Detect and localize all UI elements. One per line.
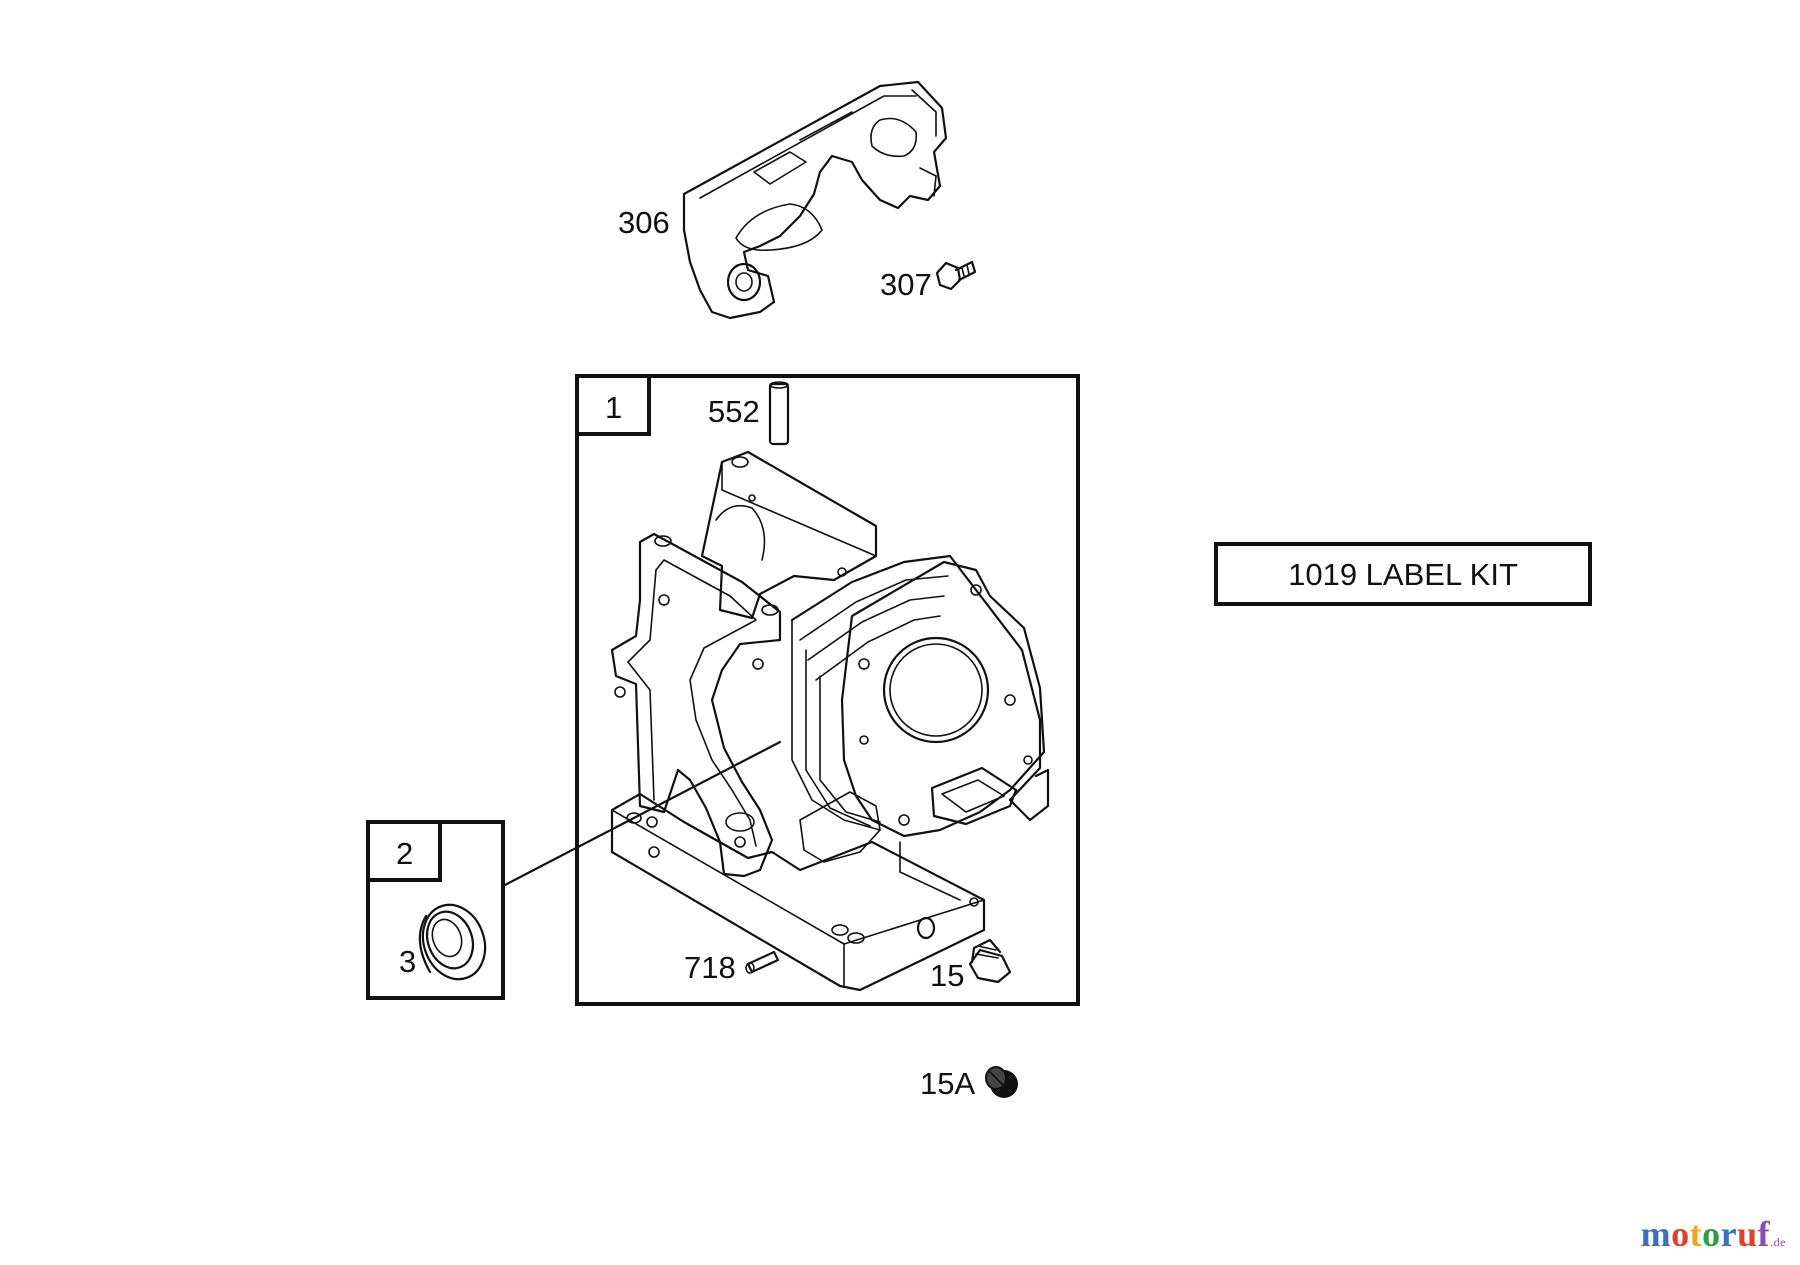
kit-box-2-tag [366,820,442,882]
part-15A-plug[interactable] [985,1066,1018,1098]
callout-718: 718 [684,950,736,985]
callout-15A: 15A [920,1066,975,1101]
part-718-pin[interactable] [745,950,780,974]
callout-1: 1 [605,390,622,425]
watermark-letters: motoruf [1641,1214,1771,1254]
watermark-letter: r [1720,1214,1738,1254]
crankcase-cylinder-block[interactable] [610,450,1050,992]
kit-box-1 [575,374,1080,1006]
watermark-letter: u [1737,1214,1758,1254]
part-306-blower-housing[interactable] [682,80,948,320]
watermark-letter: f [1757,1214,1771,1254]
watermark-letter: m [1640,1214,1672,1254]
part-307-screw[interactable] [935,260,977,291]
watermark-letter: o [1671,1214,1690,1254]
watermark-suffix: .de [1770,1235,1786,1249]
callout-15: 15 [930,958,964,993]
leader-line-seal [501,740,782,888]
part-3-oil-seal[interactable] [413,896,495,988]
callout-552: 552 [708,394,760,429]
kit-box-1-tag [575,374,651,436]
label-kit-box [1214,542,1592,606]
part-15-drain-plug[interactable] [968,938,1012,984]
label-kit-text: 1019 LABEL KIT [1288,557,1518,592]
callout-307: 307 [880,267,932,302]
callout-306: 306 [618,205,670,240]
callout-2: 2 [396,836,413,871]
watermark-letter: o [1702,1214,1721,1254]
watermark-letter: t [1689,1214,1703,1254]
part-552-dowel-pin[interactable] [768,381,790,446]
callout-3: 3 [399,944,416,979]
watermark-logo: motoruf.de [1641,1213,1786,1255]
